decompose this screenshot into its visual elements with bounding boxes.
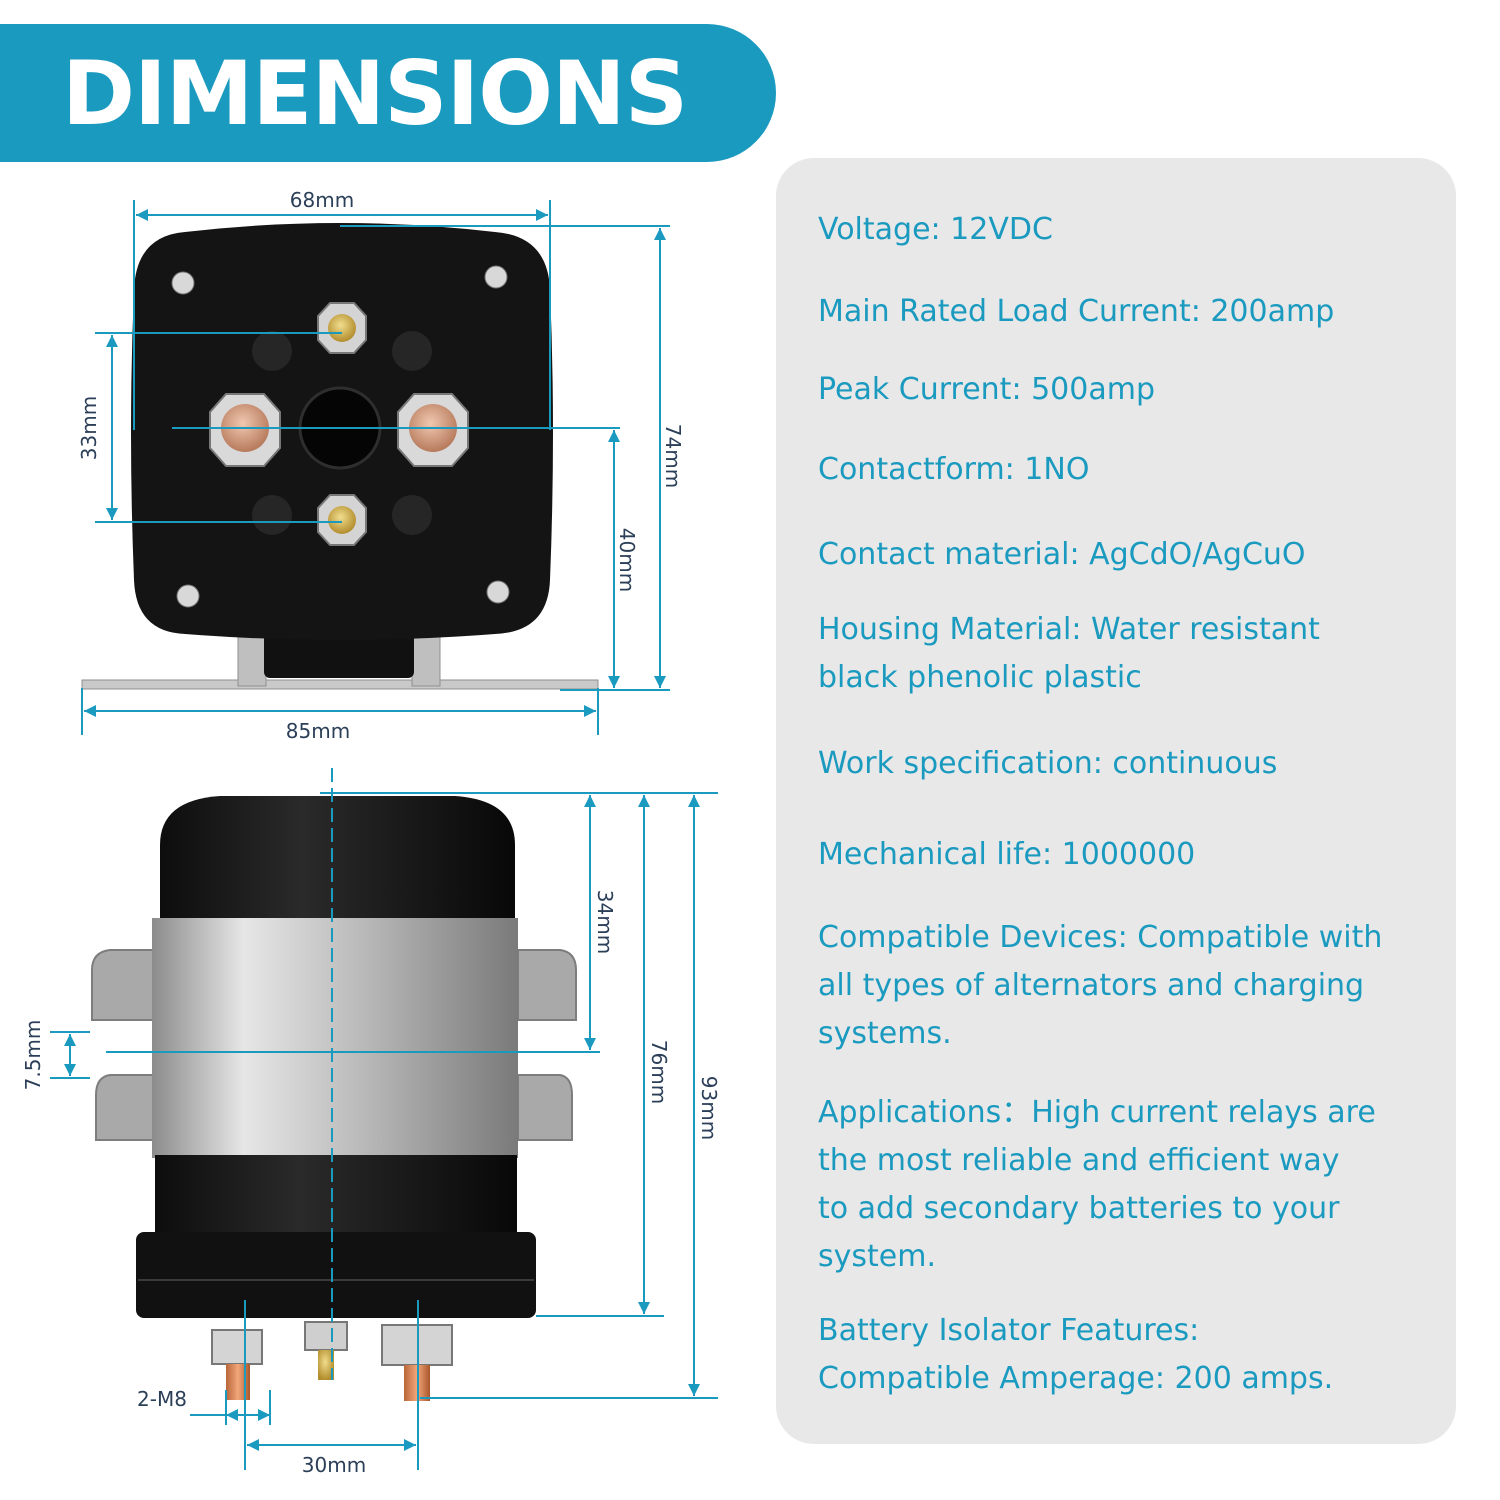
mounting-bracket (81, 679, 599, 690)
dim-body-height: 76mm (647, 1040, 671, 1104)
coil-cap (160, 796, 515, 925)
side-view: 34mm 7.5mm 76mm 93mm 2-M8 30mm (21, 768, 721, 1477)
top-view-arrowheads (84, 209, 666, 717)
main-terminal-right (397, 393, 469, 467)
corner-screw-icon (171, 265, 510, 608)
side-view-arrowheads (64, 795, 700, 1451)
steel-band (152, 918, 518, 1158)
spec-contact-material: Contact material: AgCdO/AgCuO (818, 537, 1306, 572)
page-title: DIMENSIONS (62, 42, 688, 145)
spec-voltage: Voltage: 12VDC (818, 212, 1053, 247)
dim-cap-height: 34mm (593, 890, 617, 954)
spec-compatible-devices: Compatible Devices: Compatible with all … (818, 920, 1383, 1051)
lower-body (155, 1155, 517, 1240)
top-view-dimension-lines (81, 200, 670, 735)
spec-mechanical-life: Mechanical life: 1000000 (818, 837, 1196, 872)
dim-thread: 2-M8 (137, 1387, 187, 1411)
dim-total-height: 93mm (697, 1076, 721, 1140)
side-terminal-center (304, 1321, 348, 1380)
housing-recesses (252, 331, 432, 535)
dim-base-to-center: 40mm (615, 528, 639, 592)
dim-stud-spacing: 33mm (77, 396, 101, 460)
bracket-leg-right (411, 635, 441, 687)
spec-work: Work specification: continuous (818, 746, 1278, 781)
dim-band-gap: 7.5mm (21, 1020, 45, 1091)
dim-base-width: 85mm (286, 719, 350, 743)
spec-peak-current: Peak Current: 500amp (818, 372, 1156, 407)
spec-isolator-features: Battery Isolator Features: Compatible Am… (818, 1313, 1334, 1396)
side-mounting-tabs (91, 949, 577, 1141)
dim-top-width: 68mm (290, 188, 354, 212)
dim-terminal-spacing: 30mm (302, 1453, 366, 1477)
dim-top-height: 74mm (661, 424, 685, 488)
side-terminal-left (211, 1329, 263, 1400)
spec-rated-current: Main Rated Load Current: 200amp (818, 294, 1335, 329)
title-banner: DIMENSIONS (0, 24, 776, 162)
bracket-leg-left (237, 635, 267, 687)
side-view-dimension-lines (50, 768, 718, 1470)
spec-panel: Voltage: 12VDC Main Rated Load Current: … (776, 158, 1456, 1444)
spec-housing-material: Housing Material: Water resistant black … (818, 612, 1320, 695)
main-terminal-left (209, 393, 281, 467)
small-stud-bottom (317, 494, 367, 546)
top-view: 68mm 85mm 33mm 74mm 40mm (77, 188, 685, 743)
product-dimension-drawing: 68mm 85mm 33mm 74mm 40mm (21, 188, 721, 1477)
base-plate (136, 1232, 536, 1318)
spec-applications: Applications：High current relays are the… (818, 1095, 1376, 1274)
small-stud-top (317, 302, 367, 354)
spec-contact-form: Contactform: 1NO (818, 452, 1090, 487)
coil-base (264, 628, 414, 678)
